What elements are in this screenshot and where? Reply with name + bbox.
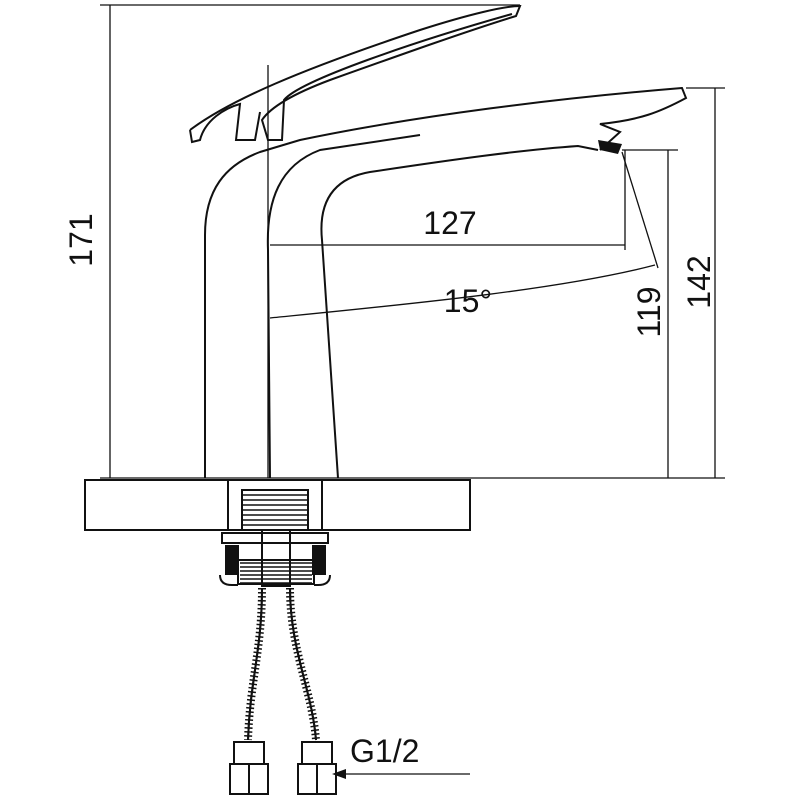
connection-callout: G1/2 [332, 733, 470, 779]
handle-lever [189, 4, 522, 144]
dim-spout-top-height: 142 [681, 255, 717, 308]
dim-angle: 15° [444, 283, 492, 319]
supply-hoses [229, 587, 337, 795]
dim-connection: G1/2 [350, 733, 419, 769]
faucet-body [204, 86, 688, 479]
dim-spout-reach: 127 [423, 205, 476, 241]
dimension-lines [100, 4, 725, 479]
dim-outlet-height: 119 [631, 286, 667, 337]
threaded-shank [219, 489, 331, 587]
dim-total-height: 171 [63, 213, 99, 266]
